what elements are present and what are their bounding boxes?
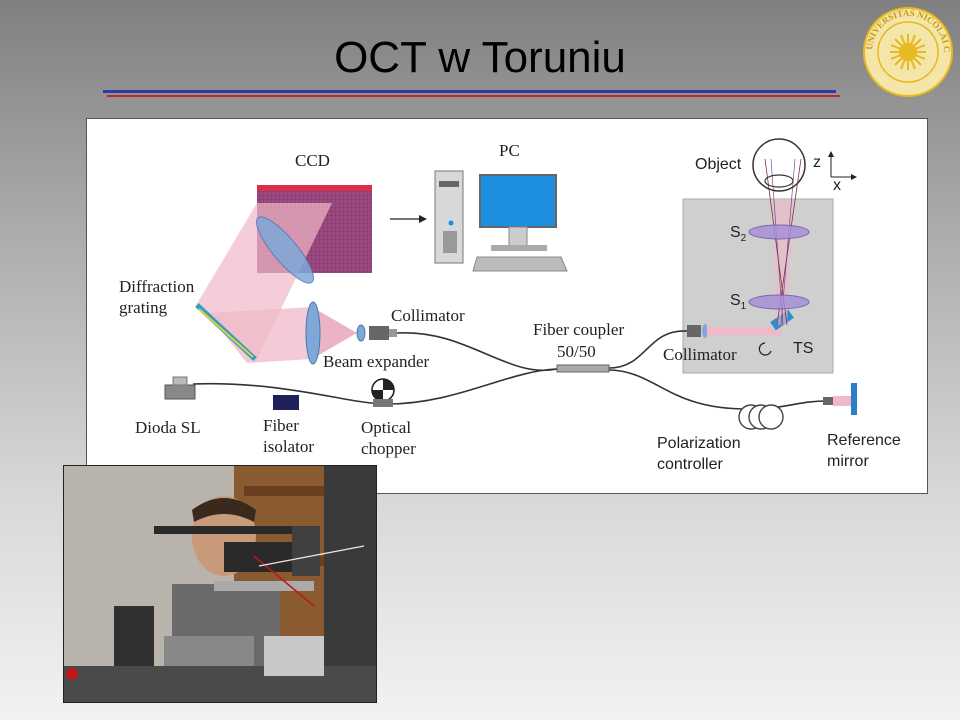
title-rule-blue [103, 90, 836, 93]
lens-s2 [748, 224, 810, 240]
fiber-isolator [273, 395, 299, 410]
reference-mirror [823, 383, 857, 415]
pc-tower-icon [434, 170, 464, 264]
dioda-label: Dioda SL [135, 418, 201, 437]
fiber-isolator-label-2: isolator [263, 437, 314, 456]
optical-chopper-label-1: Optical [361, 418, 411, 437]
fiber-isolator-label-1: Fiber [263, 416, 299, 435]
optical-chopper-icon [371, 378, 395, 407]
title-rule-red [107, 95, 840, 97]
expander-beam [312, 307, 357, 359]
lab-setup-photo [63, 465, 377, 703]
polarization-controller [738, 404, 784, 430]
diffraction-label-2: grating [119, 298, 168, 317]
collimator-right-label: Collimator [663, 345, 737, 364]
ts-label: TS [793, 340, 813, 357]
beam-expander-lens [305, 301, 321, 365]
rotate-arrow-icon [758, 342, 772, 356]
fiber-coupler [556, 364, 610, 373]
fiber-coupler-label-2: 50/50 [557, 342, 596, 361]
eye-object-icon [752, 138, 806, 192]
polarization-label-1: Polarization [657, 435, 741, 452]
axis-z-label: z [813, 154, 821, 171]
reference-label-1: Reference [827, 432, 901, 449]
fiber-detection [396, 332, 558, 372]
collimator-left-label: Collimator [391, 306, 465, 325]
lens-s1 [748, 294, 810, 310]
pc-label: PC [499, 141, 520, 160]
university-seal-logo: UNIVERSITAS NICOLAI COPERNICI [862, 6, 953, 97]
diffraction-label-1: Diffraction [119, 277, 195, 296]
object-label: Object [695, 156, 742, 173]
slide-title: OCT w Toruniu [334, 33, 626, 82]
diode-sl [164, 376, 196, 400]
ccd-lens [255, 216, 315, 284]
s2-label: S2 [730, 224, 747, 244]
ccd-label: CCD [295, 151, 330, 170]
reference-label-2: mirror [827, 453, 869, 470]
axes-icon [828, 151, 857, 180]
collimator-left [356, 324, 397, 342]
oct-setup-diagram: CCD Diffraction grating Beam expander Co… [86, 118, 928, 494]
fiber-reference-arm [608, 369, 828, 410]
beam-to-grating [207, 307, 312, 363]
beam-expander-label: Beam expander [323, 352, 430, 371]
s1-label: S1 [730, 292, 747, 312]
axis-x-label: x [833, 177, 841, 194]
collimator-right [687, 324, 781, 338]
fiber-coupler-label-1: Fiber coupler [533, 320, 624, 339]
fiber-sample-arm [608, 330, 688, 369]
optical-chopper-label-2: chopper [361, 439, 416, 458]
polarization-label-2: controller [657, 456, 723, 473]
arrow-right-icon [419, 215, 427, 223]
pc-monitor-icon [472, 174, 568, 272]
